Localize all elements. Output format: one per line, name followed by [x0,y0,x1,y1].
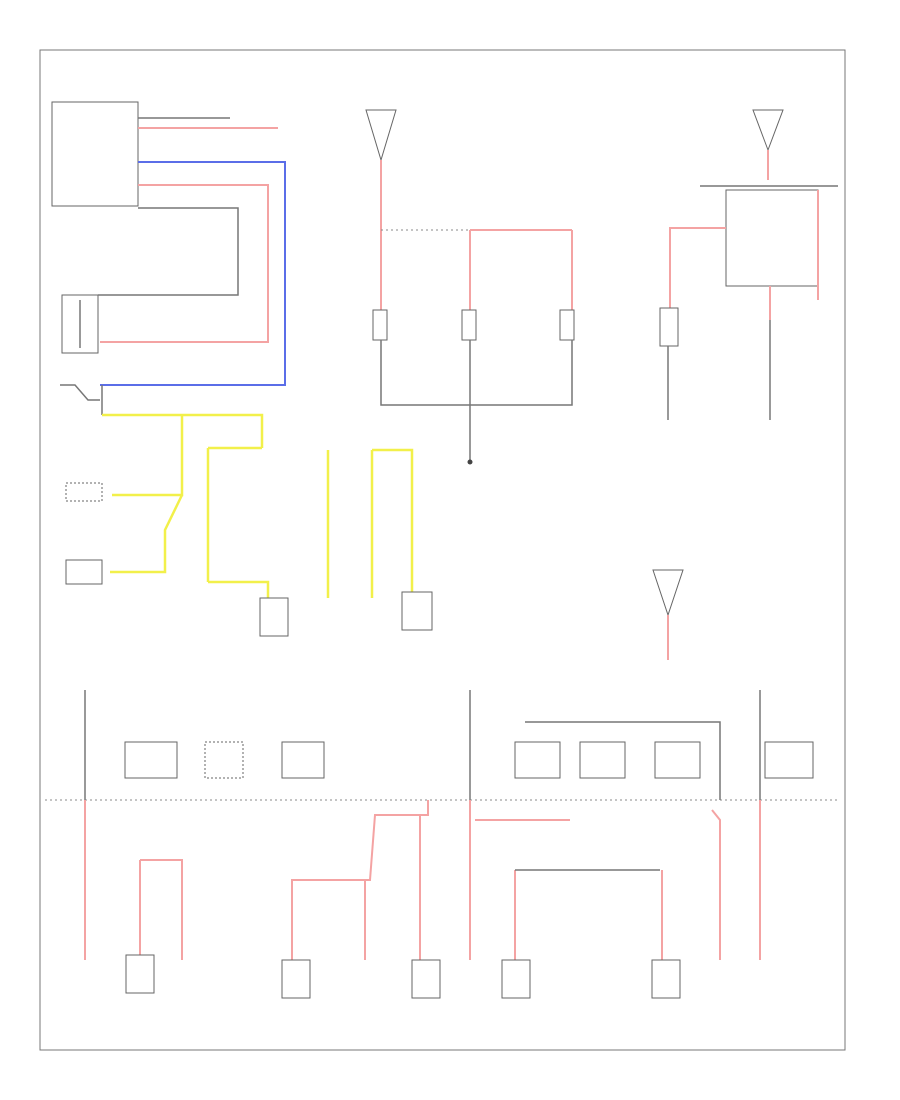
fuse-symbol-right [752,109,784,152]
middle-band [45,690,840,801]
switch [60,384,100,401]
fuse-symbol-center [365,109,397,162]
diagram-border [39,49,846,1051]
switch-c3 [559,309,575,341]
module-m6 [654,741,701,779]
blue-wire [100,161,286,386]
switch-c1 [372,309,388,341]
component-b5 [651,959,681,999]
component-b4 [501,959,531,999]
module-box [51,101,139,207]
left-module-group [51,101,286,415]
component-b2 [281,959,311,999]
top-right-group [659,109,838,420]
yellow-network [65,413,433,637]
relay-right [725,189,819,287]
black-wire-1 [98,207,239,296]
module-m3 [281,741,325,779]
middle-right-group [652,569,684,660]
switch-c2 [461,309,477,341]
red-wire-2 [100,184,269,343]
bottom-section [84,800,761,999]
connector-left-1 [65,482,103,502]
module-m4 [514,741,561,779]
top-center-group [365,109,575,465]
ground-point-center [467,459,473,465]
switch-r1 [659,307,679,347]
fuse-symbol-middle [652,569,684,617]
module-m5 [579,741,626,779]
module-m2 [204,741,244,779]
component-b1 [125,954,155,994]
module-m7 [764,741,814,779]
component-b3 [411,959,441,999]
module-m1 [124,741,178,779]
connector-left-2 [65,559,103,585]
component-b [401,591,433,631]
component-a [259,597,289,637]
